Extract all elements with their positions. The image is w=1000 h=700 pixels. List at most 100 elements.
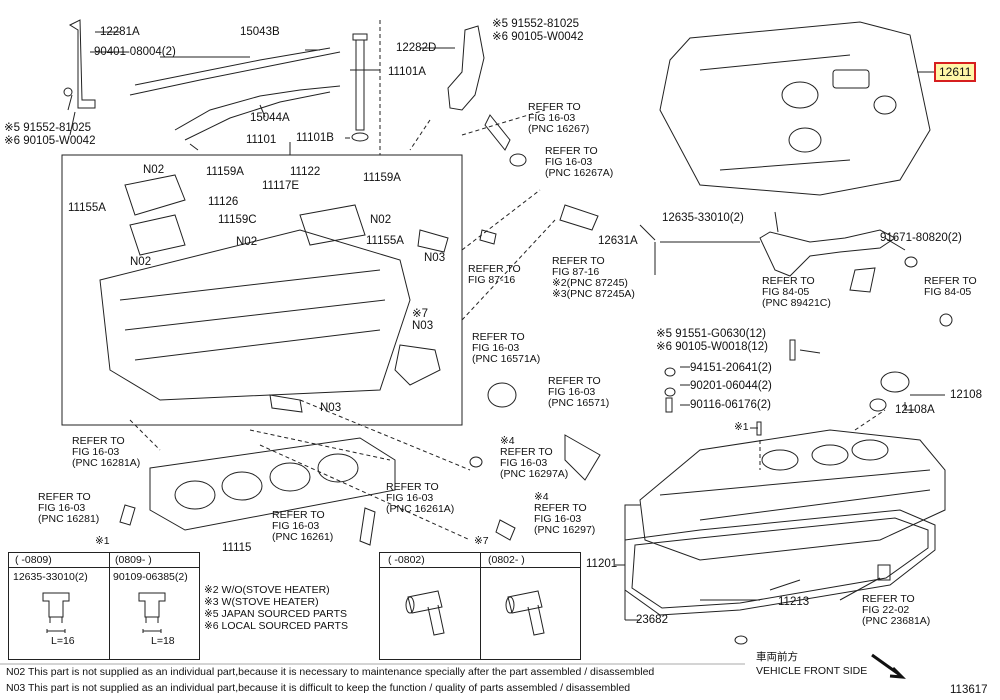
refer-16297a[interactable]: ※4 REFER TO FIG 16-03 (PNC 16297A) xyxy=(500,435,569,480)
gasket-12108a xyxy=(869,398,887,412)
callout-12108a: 12108A xyxy=(895,404,935,416)
callout-11155a-a: 11155A xyxy=(68,202,106,214)
refer-16571a[interactable]: REFER TO FIG 16-03 (PNC 16571A) xyxy=(472,331,541,365)
callout-94151-20641: 94151-20641(2) xyxy=(690,362,772,374)
inset7-mark: ※7 xyxy=(474,535,489,547)
callout-91552-81025-left: ※5 91552-81025 xyxy=(4,122,92,134)
refer-16261[interactable]: REFER TO FIG 16-03 (PNC 16261) xyxy=(272,509,334,543)
bracket-12281a xyxy=(67,19,96,111)
inset-star1: ( -0809) (0809- ) 12635-33010(2) 90109-0… xyxy=(8,552,200,660)
flange-bolt-icon xyxy=(42,592,70,633)
union-n03-b xyxy=(394,344,441,386)
callout-n03-b: ※7 N03 xyxy=(412,308,434,332)
plug-16297 xyxy=(495,519,516,541)
callout-91671-80820: 91671-80820(2) xyxy=(880,232,962,244)
callout-star1: ※1 xyxy=(734,421,749,433)
callout-15043b: 15043B xyxy=(240,26,280,38)
callout-n02-b: N02 xyxy=(370,214,392,226)
valve-cover-11201 xyxy=(639,429,946,561)
inset7-col2-header: (0802- ) xyxy=(488,554,525,566)
note-n03: N03 This part is not supplied as an indi… xyxy=(6,682,631,694)
callout-15044a: 15044A xyxy=(250,112,290,124)
refer-87-16[interactable]: REFER TO FIG 87-16 xyxy=(468,263,521,286)
refer-16571[interactable]: REFER TO FIG 16-03 (PNC 16571) xyxy=(548,375,610,409)
stud-bolt-icon xyxy=(138,592,166,633)
inset1-col2-len: L=18 xyxy=(151,635,175,647)
oil-filler-cap-12108 xyxy=(880,371,910,393)
legend: ※2 W/O(STOVE HEATER) ※3 W(STOVE HEATER) … xyxy=(204,584,348,632)
wire-harness-15043b xyxy=(129,47,341,96)
inset1-mark: ※1 xyxy=(95,535,110,547)
note-n02: N02 This part is not supplied as an indi… xyxy=(6,666,655,678)
union-n03-a xyxy=(417,229,497,253)
callout-n03-c: N03 xyxy=(320,402,342,414)
refer-16261a[interactable]: REFER TO FIG 16-03 (PNC 16261A) xyxy=(386,481,455,515)
bracket-12282d xyxy=(447,25,485,111)
hose-16571 xyxy=(564,434,601,481)
union-fitting-icon-a xyxy=(405,590,445,636)
inset7-col1-header: ( -0802) xyxy=(388,554,425,566)
refer-16267a[interactable]: REFER TO FIG 16-03 (PNC 16267A) xyxy=(545,145,614,179)
callout-90201-06044: 90201-06044(2) xyxy=(690,380,772,392)
valve-cover-gasket-11213 xyxy=(624,509,936,616)
callout-11117e: 11117E xyxy=(262,180,300,192)
front-side-label-jp: 車両前方 xyxy=(756,651,798,663)
callout-91551-g0630: ※5 91551-G0630(12) xyxy=(656,328,767,340)
cam-bearing-caps xyxy=(124,174,366,256)
refer-23681a[interactable]: REFER TO FIG 22-02 (PNC 23681A) xyxy=(862,593,931,627)
refer-16267[interactable]: REFER TO FIG 16-03 (PNC 16267) xyxy=(528,101,590,135)
callout-12635-33010-top: 12635-33010(2) xyxy=(662,212,744,224)
inset1-col1-len: L=16 xyxy=(51,635,75,647)
callout-12611-highlight[interactable]: 12611 xyxy=(934,62,977,82)
callout-12631a: 12631A xyxy=(598,235,638,247)
callout-n02-c: N02 xyxy=(236,236,258,248)
callout-11201: 11201 xyxy=(586,558,618,570)
callout-23682: 23682 xyxy=(636,614,668,626)
legend-item-5: ※5 JAPAN SOURCED PARTS xyxy=(204,608,347,620)
legend-item-6: ※6 LOCAL SOURCED PARTS xyxy=(204,620,348,632)
plug-16281 xyxy=(119,504,136,526)
callout-11101a: 11101A xyxy=(388,66,426,78)
inset1-col1-part: 12635-33010(2) xyxy=(13,571,88,583)
callout-11213: 11213 xyxy=(778,596,810,608)
refer-87245[interactable]: REFER TO FIG 87-16 ※2(PNC 87245) ※3(PNC … xyxy=(552,255,635,300)
legend-item-2: ※2 W/O(STOVE HEATER) xyxy=(204,584,330,596)
vehicle-front-arrow xyxy=(871,653,906,679)
refer-16297[interactable]: ※4 REFER TO FIG 16-03 (PNC 16297) xyxy=(534,491,596,536)
callout-11159c: 11159C xyxy=(218,214,257,226)
legend-item-3: ※3 W(STOVE HEATER) xyxy=(204,596,319,608)
cylinder-head-frame xyxy=(61,154,463,426)
callout-12281a: 12281A xyxy=(100,26,140,38)
plug-16261 xyxy=(359,507,376,546)
callout-90105-w0042-top: ※6 90105-W0042 xyxy=(492,31,584,43)
inset1-col2-part: 90109-06385(2) xyxy=(113,571,188,583)
callout-11101b: 11101B xyxy=(296,132,334,144)
callout-n03-a: N03 xyxy=(424,252,446,264)
refer-16281[interactable]: REFER TO FIG 16-03 (PNC 16281) xyxy=(38,491,100,525)
clip-16571a xyxy=(487,382,517,408)
callout-90401-08004: 90401-08004(2) xyxy=(94,46,176,58)
pipe-87245 xyxy=(559,204,599,231)
cylinder-head xyxy=(99,229,411,401)
refer-16281a[interactable]: REFER TO FIG 16-03 (PNC 16281A) xyxy=(72,435,141,469)
inset1-col2-header: (0809- ) xyxy=(115,554,152,566)
callout-90105-w0018: ※6 90105-W0018(12) xyxy=(656,341,768,353)
callout-91552-81025-top: ※5 91552-81025 xyxy=(492,18,580,30)
callout-11122: 11122 xyxy=(290,166,321,178)
inset-star7: ( -0802) (0802- ) xyxy=(379,552,581,660)
callout-12108: 12108 xyxy=(950,389,982,401)
head-gasket-11115 xyxy=(149,437,396,531)
callout-11155a-b: 11155A xyxy=(366,235,404,247)
inset1-col1-header: ( -0809) xyxy=(15,554,52,566)
bolt-11101a xyxy=(352,33,368,131)
refer-89421c[interactable]: REFER TO FIG 84-05 (PNC 89421C) xyxy=(762,275,831,309)
callout-11159a-a: 11159A xyxy=(206,166,244,178)
engine-cover-12611 xyxy=(659,21,931,196)
callout-n02-a: N02 xyxy=(143,164,165,176)
callout-11126: 11126 xyxy=(208,196,239,208)
refer-84-05[interactable]: REFER TO FIG 84-05 xyxy=(924,275,977,298)
nozzle-n03-c xyxy=(269,394,303,413)
clip-16297a xyxy=(469,456,483,468)
wire-harness-15044a xyxy=(174,85,341,141)
